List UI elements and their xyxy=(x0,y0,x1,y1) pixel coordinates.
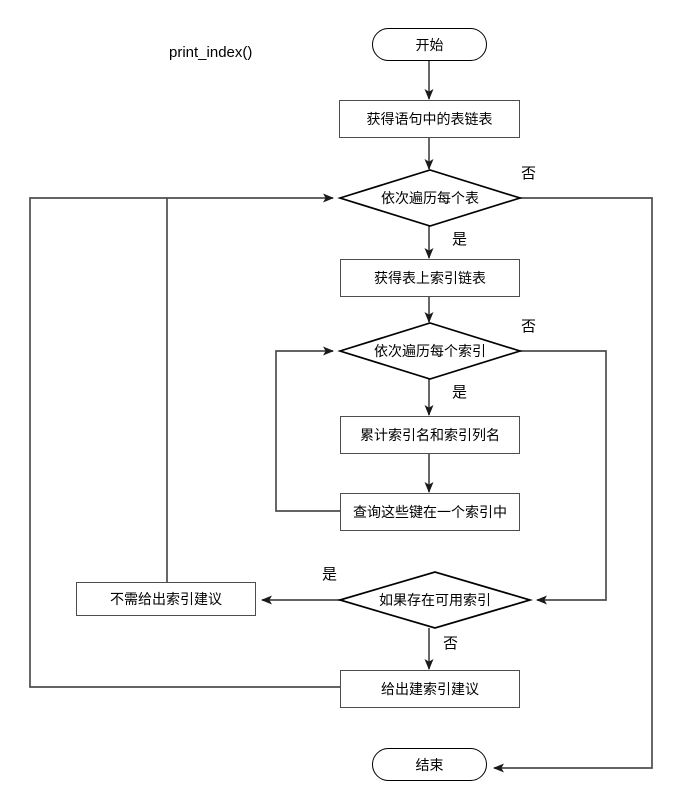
node-start: 开始 xyxy=(372,28,487,61)
node-has-index: 如果存在可用索引 xyxy=(340,572,530,628)
decision-shape-loop-index xyxy=(337,322,523,380)
edge-label-has-index-no: 否 xyxy=(443,635,459,652)
node-no-advice-label: 不需给出索引建议 xyxy=(110,591,222,607)
node-accumulate-names: 累计索引名和索引列名 xyxy=(340,416,520,454)
node-end-label: 结束 xyxy=(415,756,444,773)
edge-give-advice-loop-back xyxy=(29,197,340,688)
edge-no-advice-loop-back xyxy=(166,193,334,582)
decision-shape-loop-table xyxy=(337,169,523,227)
edge-label-loop-index-yes: 是 xyxy=(452,384,468,401)
function-title: print_index() xyxy=(169,44,253,61)
edge-query-loop-back xyxy=(275,346,340,512)
edge-label-has-index-yes: 是 xyxy=(322,566,338,583)
node-give-advice: 给出建索引建议 xyxy=(340,670,520,708)
edge-label-loop-index-no: 否 xyxy=(521,318,537,335)
node-has-index-label: 如果存在可用索引 xyxy=(379,592,491,608)
node-end: 结束 xyxy=(372,748,487,781)
node-loop-index-label: 依次遍历每个索引 xyxy=(374,343,486,359)
node-loop-table: 依次遍历每个表 xyxy=(340,170,520,226)
node-query-keys-label: 查询这些键在一个索引中 xyxy=(353,504,507,520)
node-get-tables-label: 获得语句中的表链表 xyxy=(366,111,493,127)
node-loop-index: 依次遍历每个索引 xyxy=(340,323,520,379)
node-give-advice-label: 给出建索引建议 xyxy=(381,681,479,697)
node-get-indexes-label: 获得表上索引链表 xyxy=(374,270,486,286)
node-accumulate-names-label: 累计索引名和索引列名 xyxy=(360,427,500,443)
edge-label-loop-table-yes: 是 xyxy=(452,231,468,248)
node-query-keys: 查询这些键在一个索引中 xyxy=(340,493,520,531)
node-get-tables: 获得语句中的表链表 xyxy=(339,100,520,138)
edge-loop-table-no-to-end xyxy=(493,197,653,773)
node-get-indexes: 获得表上索引链表 xyxy=(340,259,520,297)
decision-shape-has-index xyxy=(336,571,534,629)
node-loop-table-label: 依次遍历每个表 xyxy=(381,190,479,206)
edge-label-loop-table-no: 否 xyxy=(521,165,537,182)
edge-loop-index-no xyxy=(520,350,607,605)
node-no-advice: 不需给出索引建议 xyxy=(76,582,256,616)
node-start-label: 开始 xyxy=(415,36,444,53)
